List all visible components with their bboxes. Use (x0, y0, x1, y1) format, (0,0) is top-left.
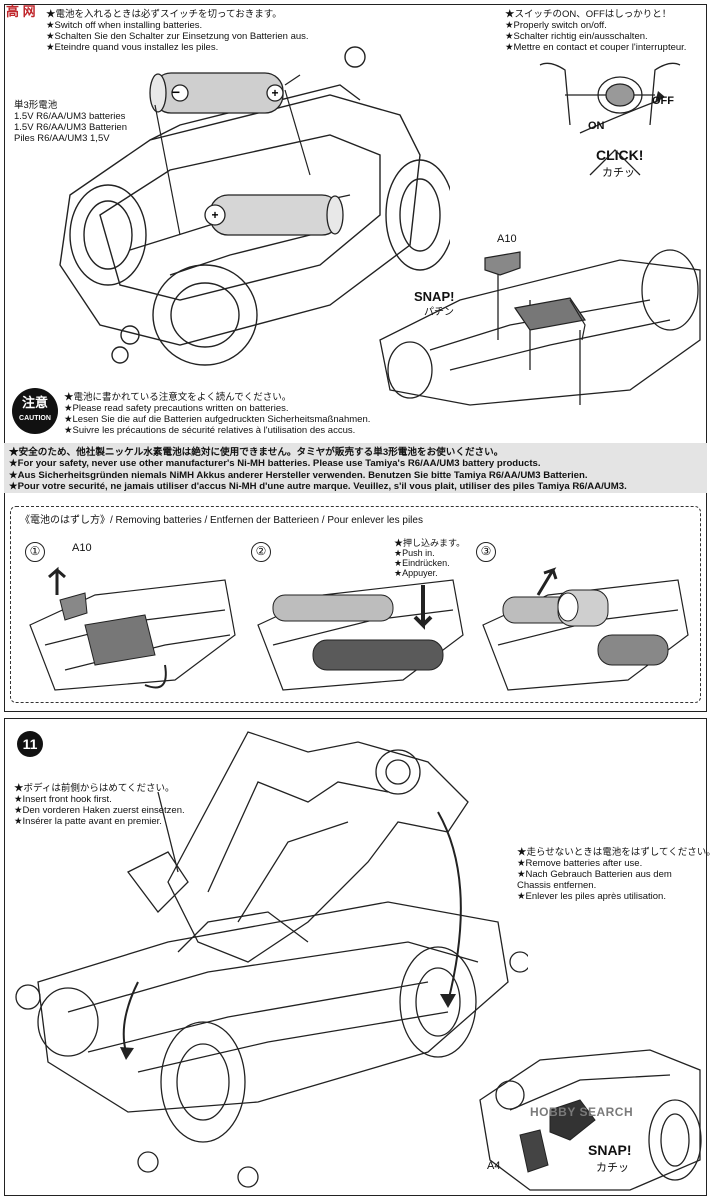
snap-label-top: SNAP! (414, 289, 455, 304)
caution-notes: ★電池に書かれている注意文をよく読んでください。 ★Please read sa… (64, 392, 371, 436)
switch-on-label: ON (588, 120, 605, 132)
caution-badge: 注意 CAUTION (12, 388, 58, 434)
click-pointer (589, 149, 641, 176)
switch-notes: ★スイッチのON、OFFはしっかりと！ ★Properly switch on/… (505, 9, 687, 53)
a10-label-top: A10 (497, 233, 517, 245)
top-section-frame (4, 4, 707, 712)
safety-notes: ★安全のため、他社製ニッケル水素電池は絶対に使用できません。タミヤが販売する単3… (9, 447, 627, 493)
install-notes: ★電池を入れるときは必ずスイッチを切っておきます。 ★Switch off wh… (46, 9, 309, 53)
battery-cover-illustration (379, 249, 701, 406)
svg-text:+: + (271, 86, 278, 100)
safety-band (4, 443, 707, 493)
remove-step-3: ③ (476, 542, 496, 562)
switch-off-label: OFF (652, 95, 674, 107)
chassis-battery-illustration: − + + (59, 46, 450, 366)
remove-after-use-notes: ★走らせないときは電池をはずしてください。 ★Remove batteries … (517, 847, 711, 902)
hook-notes: ★ボディは前側からはめてください。 ★Insert front hook fir… (14, 783, 185, 827)
step11-frame (4, 718, 707, 1196)
battery-label: 単3形電池 1.5V R6/AA/UM3 batteries 1.5V R6/A… (14, 100, 127, 144)
remove-step-2: ② (251, 542, 271, 562)
snap-kana-bottom: カチッ (596, 1162, 629, 1174)
step-11-badge: 11 (17, 731, 43, 757)
remove-step-1-illustration (29, 566, 236, 691)
remove-step-1: ① (25, 542, 45, 562)
click-kana: カチッ (602, 167, 635, 179)
a4-detail-illustration (479, 1049, 702, 1191)
snap-kana-top: パチン (424, 307, 454, 318)
push-notes: ★押し込みます。 ★Push in. ★Eindrücken. ★Appuyer… (394, 538, 466, 578)
snap-label-bottom: SNAP! (588, 1142, 632, 1158)
body-chassis-illustration (15, 731, 528, 1188)
removing-batteries-box (10, 506, 701, 703)
watermark-bottom: HOBBY SEARCH (530, 1105, 634, 1119)
a10-label-remove: A10 (72, 542, 92, 554)
a4-label: A4 (487, 1160, 501, 1172)
svg-text:+: + (211, 208, 218, 222)
remove-step-3-illustration (482, 567, 689, 691)
watermark-top: 高 网 (6, 4, 36, 19)
switch-illustration (539, 62, 681, 134)
svg-text:−: − (172, 84, 180, 100)
removing-heading: 《電池のはずし方》/ Removing batteries / Entferne… (20, 515, 423, 526)
remove-step-2-illustration (257, 579, 464, 691)
